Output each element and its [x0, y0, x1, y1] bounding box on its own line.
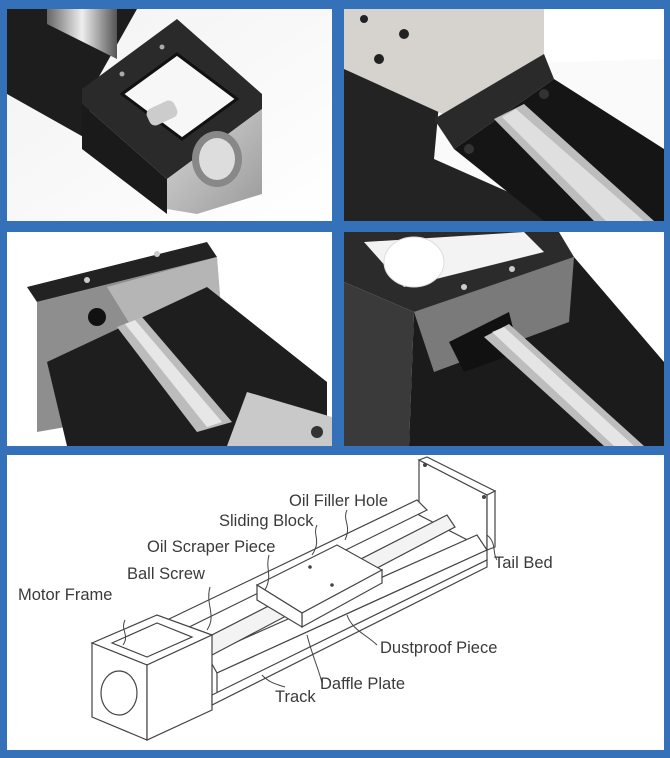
- label-tail-bed: Tail Bed: [494, 554, 553, 572]
- label-ball-screw: Ball Screw: [127, 565, 205, 583]
- sliding-block-photo: [344, 9, 664, 221]
- labeled-diagram: Oil Filler Hole Sliding Block Oil Scrape…: [7, 455, 664, 750]
- label-oil-scraper-piece: Oil Scraper Piece: [147, 538, 276, 556]
- label-dustproof-piece: Dustproof Piece: [380, 639, 498, 657]
- motor-frame-bearing-photo: [344, 232, 664, 446]
- label-daffle-plate: Daffle Plate: [320, 675, 405, 693]
- motor-frame-photo: [7, 9, 332, 221]
- linear-module-drawing: [90, 456, 498, 741]
- label-track: Track: [275, 688, 316, 706]
- tail-bed-photo: [7, 232, 332, 446]
- label-oil-filler-hole: Oil Filler Hole: [289, 492, 389, 510]
- label-sliding-block: Sliding Block: [219, 512, 314, 530]
- label-motor-frame: Motor Frame: [18, 586, 113, 604]
